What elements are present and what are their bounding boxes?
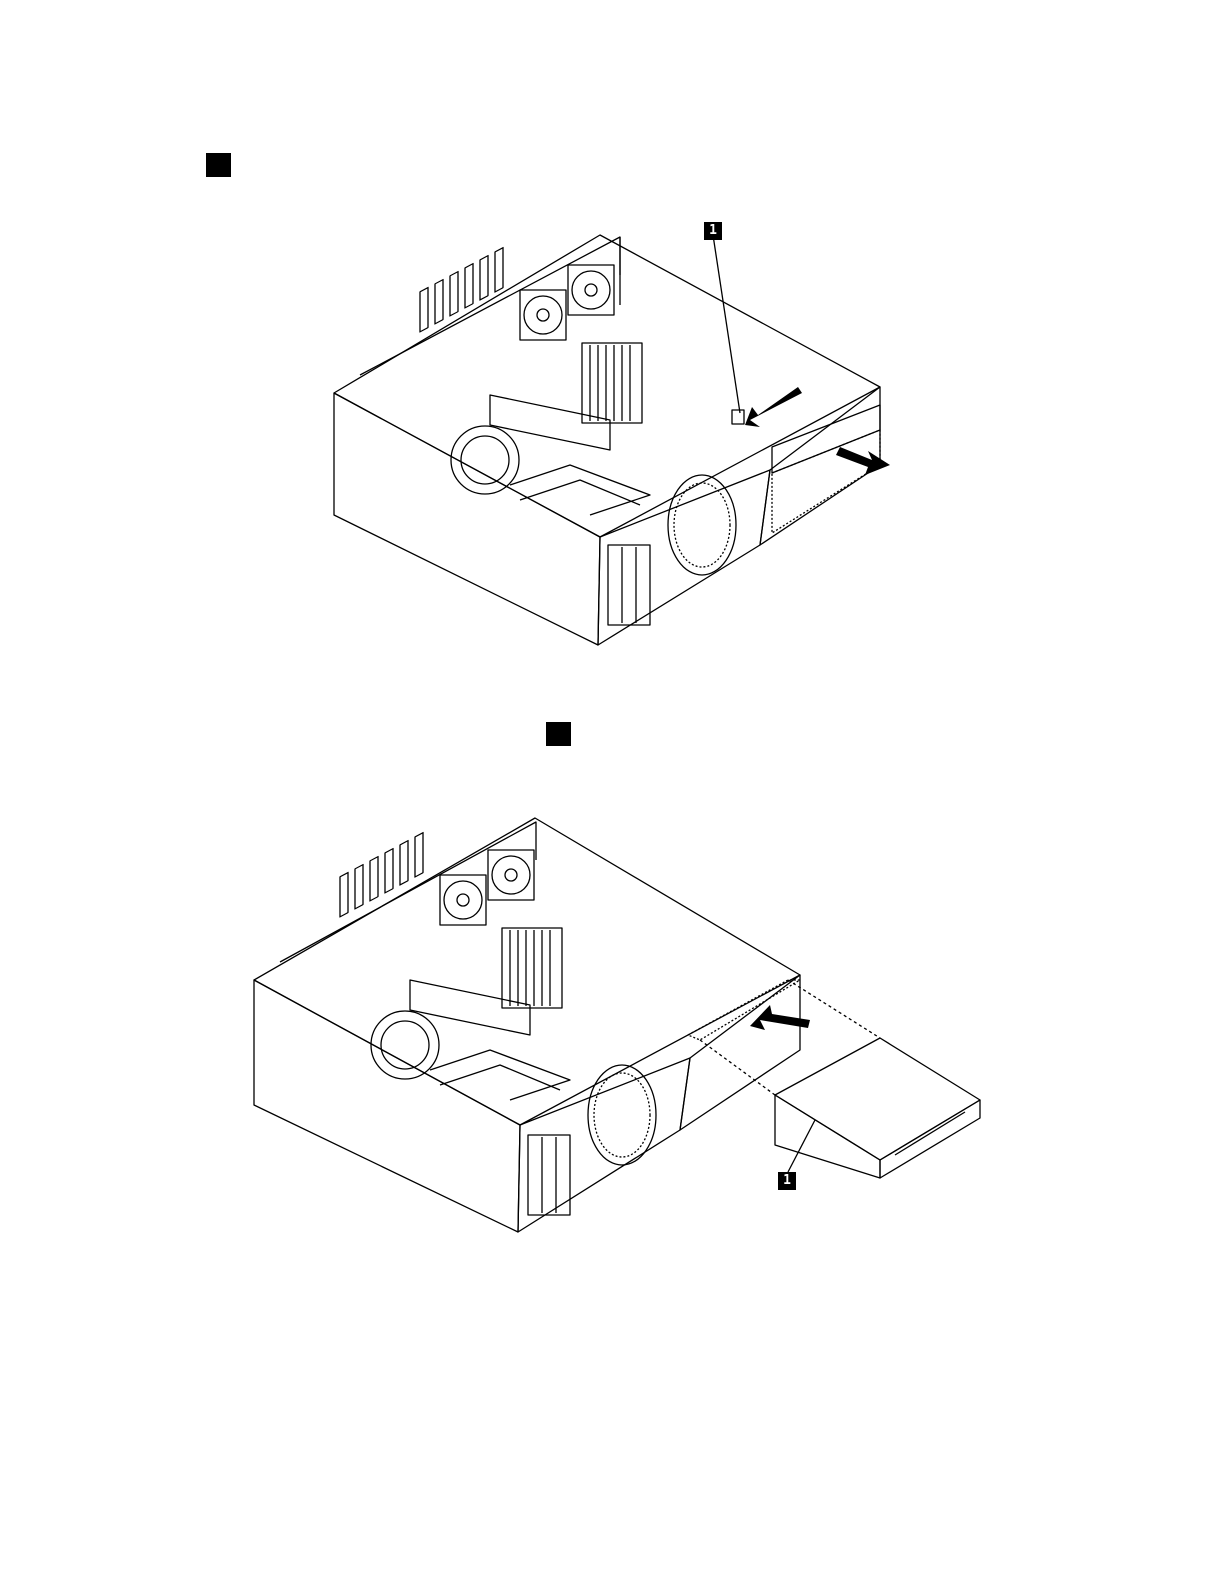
- expansion-slots: [340, 833, 423, 917]
- drive-latch: [732, 410, 744, 424]
- callout-leader-line: [713, 235, 740, 413]
- step-marker-icon: [546, 722, 571, 746]
- chassis-left-side: [254, 980, 520, 1232]
- arrow-icon: [745, 387, 802, 427]
- arrow-icon: [836, 447, 890, 475]
- chassis-front-right: [680, 975, 800, 1130]
- callout-number: 1: [704, 222, 722, 240]
- chassis-front-left: [518, 1058, 690, 1232]
- rear-fan-icon: [520, 265, 614, 340]
- optical-drive: [775, 1038, 980, 1178]
- rear-fan-icon: [440, 850, 534, 925]
- heatsink-icon: [502, 928, 562, 1008]
- drive-bay: [608, 545, 650, 625]
- arrow-icon: [750, 1005, 810, 1030]
- front-fan-grille: [668, 475, 736, 575]
- figure-remove-optical-drive: [320, 215, 920, 655]
- step-marker-icon: [206, 153, 231, 177]
- front-fan-grille: [588, 1065, 656, 1165]
- callout-number: 1: [778, 1172, 796, 1190]
- chassis-front-right: [760, 387, 880, 545]
- expansion-slots: [420, 248, 503, 332]
- heatsink-icon: [582, 343, 642, 423]
- callout-leader-line: [788, 1120, 815, 1172]
- figure-install-optical-drive: [240, 800, 1000, 1240]
